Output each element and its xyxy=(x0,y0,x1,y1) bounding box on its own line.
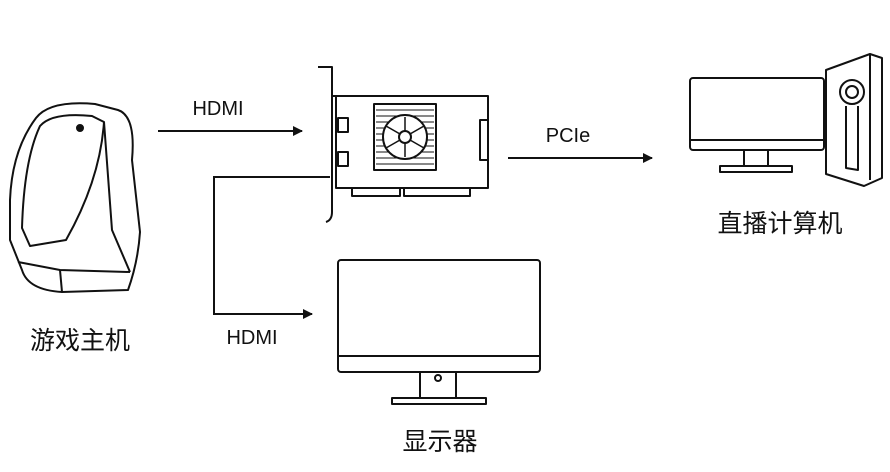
game-console-label: 游戏主机 xyxy=(30,326,130,355)
game-console-icon xyxy=(9,102,141,293)
hdmi-label-top: HDMI xyxy=(192,98,243,120)
hdmi-label-bottom: HDMI xyxy=(226,327,277,349)
hdmi-arrow-to-monitor xyxy=(213,176,330,319)
monitor-icon xyxy=(337,259,541,405)
pcie-label: PCIe xyxy=(546,125,590,147)
pcie-capture-card-icon xyxy=(318,66,489,223)
monitor-label: 显示器 xyxy=(402,427,477,456)
desktop-computer-icon xyxy=(689,53,883,187)
pc-label: 直播计算机 xyxy=(717,209,842,238)
